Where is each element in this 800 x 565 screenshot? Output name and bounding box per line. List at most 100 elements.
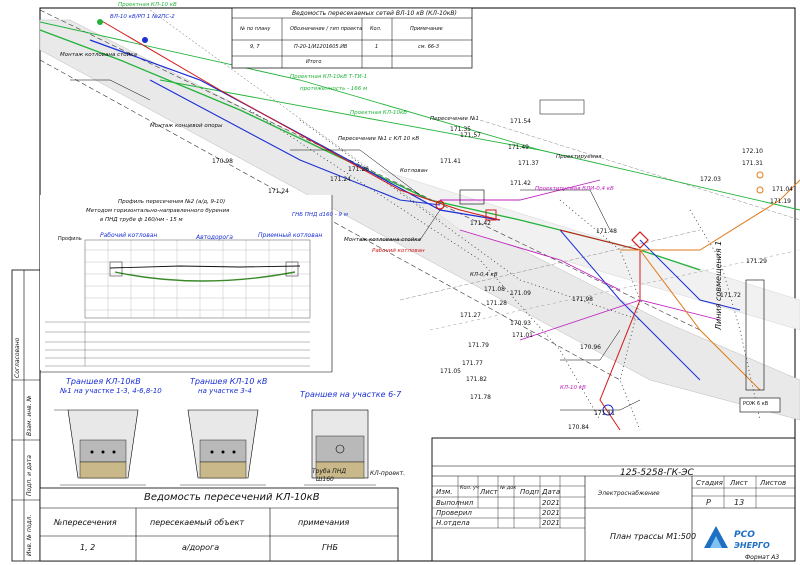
profile-label-mid: Автодорога — [196, 234, 233, 241]
format-label: Формат А3 — [745, 554, 780, 561]
tb-stage-label: Стадия — [696, 479, 723, 487]
trench1-sub: №1 на участке 1-3, 4-6,8-10 — [60, 387, 162, 395]
label-kl-small: КЛ-0,4 кВ — [470, 272, 498, 278]
top-table-cell-1: 9, 7 — [250, 44, 260, 50]
trench3-title: Траншея на участке 6-7 — [300, 390, 402, 399]
label-len1: протяженность - 166 м — [300, 86, 368, 92]
elev-2: 171.26 — [348, 166, 369, 173]
trench2-title: Траншея КЛ-10 кВ — [190, 377, 268, 386]
label-top-left2: ВЛ-10 кВ/РП 1 №2ПС-2 — [110, 14, 175, 20]
label-kl-small2: КЛ-10 кВ — [560, 385, 586, 391]
elev-6: 171.37 — [518, 160, 539, 167]
elev-18: 171.79 — [468, 342, 489, 349]
label-gnb: ГНБ ПНД d160 - 9 м — [292, 212, 348, 218]
tb-sheets-label: Листов — [760, 479, 787, 487]
trench2-sub: на участке 3-4 — [198, 387, 252, 395]
tb-head-3: Лист — [480, 488, 498, 496]
elev-28: 171.29 — [746, 258, 767, 265]
top-table-cell-4: см. 66-3 — [418, 44, 440, 50]
elev-29: 171.11 — [594, 410, 615, 417]
profile-label-left: Рабочий котлован — [100, 232, 158, 239]
tb-sheet-label: Лист — [730, 479, 748, 487]
tb-head-5: Подп — [520, 488, 539, 496]
elev-13: 171.24 — [330, 176, 351, 183]
label-cross1: Пересечение №1 с КЛ 10 кВ — [338, 136, 420, 142]
elev-22: 171.05 — [440, 368, 461, 375]
profile-axis-title: Профиль — [58, 236, 82, 242]
label-mount1: Монтаж концевой опоры — [150, 123, 223, 129]
elev-25: 172.03 — [700, 176, 721, 183]
tb-year-2: 2021 — [542, 509, 560, 517]
elev-14: 171.01 — [512, 332, 533, 339]
elev-24: 172.10 — [742, 148, 763, 155]
tb-year-3: 2021 — [542, 519, 560, 527]
elev-33: 171.98 — [572, 296, 593, 303]
label-mount2: Монтаж котлована стойка — [344, 237, 421, 243]
label-pr3: Проектируемая ВЛИ-0,4 кВ — [535, 186, 614, 192]
company-line2: ЭНЕРГО — [734, 541, 770, 550]
label-kl1: Проектная КЛ-10кВ Т-ТИ-1 — [290, 74, 368, 80]
trench-pipe: Труба ПНД — [312, 468, 347, 475]
elev-11: 171.28 — [486, 300, 507, 307]
label-pr2: Проектируемая — [556, 154, 602, 160]
tb-head-4: № док — [500, 485, 517, 491]
elev-26: 171.04 — [772, 186, 793, 193]
elev-15: 171.08 — [484, 286, 505, 293]
top-table-head-3: Кол. — [370, 26, 382, 32]
drawing-title: План трассы М1:500 — [610, 532, 697, 541]
elev-31: 171.72 — [720, 292, 741, 299]
profile-label-right: Приемный котлован — [258, 232, 323, 239]
label-pit1: Монтаж котлована стойка — [60, 52, 137, 58]
elev-4: 171.41 — [440, 158, 461, 165]
elev-34: 171.09 — [510, 290, 531, 297]
top-table-cell-2: П-20-1/И1201605.ИВ — [294, 44, 348, 50]
top-table-head-1: № по плану — [240, 26, 271, 32]
elev-9: 171.42 — [510, 180, 531, 187]
tb-stage: Р — [706, 498, 711, 507]
elev-12: 171.27 — [460, 312, 481, 319]
tb-role-3: Н.отдела — [436, 519, 470, 527]
profile-caption1: Профиль пересечения №2 (а/д, 9-10) — [118, 199, 226, 205]
doc-code: 125-5258-ГК-ЭС — [620, 468, 694, 478]
elev-8: 170.98 — [212, 158, 233, 165]
label-kotl1: Котлован — [400, 168, 428, 174]
label-hsign: РОЖ 6 кВ — [743, 401, 769, 407]
elev-0: 171.54 — [510, 118, 531, 125]
crossing-table-title: Ведомость пересечений КЛ-10кВ — [144, 492, 320, 503]
side-strip-sign: Подп. и дата — [26, 455, 33, 496]
label-kotl2: Рабочий котлован — [372, 248, 425, 254]
tb-role-2: Проверил — [436, 509, 472, 517]
label-top-left1: Проектная КЛ-10 кВ — [118, 2, 177, 8]
trench-pipe2: Ш160 — [316, 476, 334, 483]
tb-section: Электроснабжение — [598, 490, 660, 497]
label-pr1: Проектная КЛ-10кВ — [350, 110, 408, 116]
elev-17: 170.93 — [510, 320, 531, 327]
tb-role-1: Выполнил — [436, 499, 474, 507]
profile-caption2: Методом горизонтально-направленного буре… — [86, 208, 230, 214]
top-table-total: Итого — [306, 59, 322, 65]
elev-19: 171.77 — [462, 360, 483, 367]
elev-3: 171.57 — [460, 132, 481, 139]
elev-10: 171.42 — [470, 220, 491, 227]
elev-27: 171.19 — [770, 198, 791, 205]
label-cross2: Пересечение №1 — [430, 116, 479, 122]
label-line-combine: Линия совмещения 1 — [714, 240, 723, 330]
company-line1: РСО — [734, 530, 755, 540]
tb-head-6: Дата — [542, 488, 561, 496]
crossing-cell-2: а/дорога — [182, 543, 220, 552]
elev-30: 171.31 — [742, 160, 763, 167]
crossing-cell-3: ГНБ — [322, 543, 338, 552]
elev-7: 171.24 — [268, 188, 289, 195]
elev-32: 170.84 — [568, 424, 589, 431]
elev-5: 171.49 — [508, 144, 529, 151]
tb-sheet: 13 — [734, 498, 745, 507]
profile-caption3: в ПНД трубе ф 160/нм - 15 м — [100, 217, 183, 223]
elev-23: 171.48 — [596, 228, 617, 235]
crossing-head-1: №пересечения — [54, 518, 117, 527]
crossing-head-3: примечания — [298, 518, 350, 527]
elev-20: 171.78 — [470, 394, 491, 401]
elev-1: 171.35 — [450, 126, 471, 133]
top-table-cell-3: 1 — [375, 44, 379, 50]
